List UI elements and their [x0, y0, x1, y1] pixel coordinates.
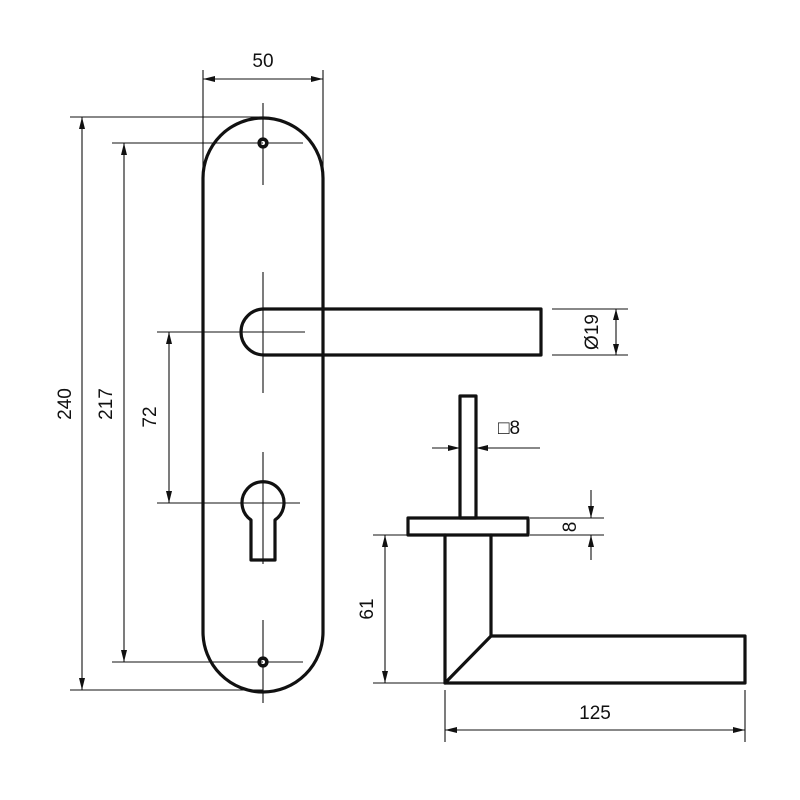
dimension-label-50: 50	[252, 51, 273, 72]
dimension-plate-width: 50	[202, 51, 324, 178]
dimension-plate-height: 240	[55, 116, 263, 691]
square-spindle	[458, 394, 478, 520]
dimension-label-72: 72	[140, 406, 161, 427]
dimension-label-217: 217	[96, 388, 117, 420]
dimension-spindle-square: □8	[432, 418, 540, 451]
top-screw-hole	[222, 103, 303, 185]
euro-cylinder-keyhole	[240, 480, 286, 562]
lever-side-view	[443, 533, 747, 685]
backplate-outline	[201, 116, 325, 694]
dimension-lever-diameter: Ø19	[552, 308, 628, 356]
dimension-label-square-8: □8	[498, 418, 520, 439]
lever-side-view-bevel	[443, 634, 493, 685]
dimension-label-61: 61	[357, 598, 378, 619]
dimension-label-8: 8	[560, 522, 581, 533]
lever-front-view	[239, 307, 543, 357]
dimension-label-diameter-19: Ø19	[582, 314, 603, 350]
rose-collar	[406, 516, 530, 537]
dimension-label-240: 240	[55, 388, 76, 420]
dimension-rose-thickness: 8	[530, 490, 604, 560]
dimension-hole-spacing: 217	[96, 142, 263, 663]
dimension-lever-to-key: 72	[140, 332, 172, 503]
dimension-label-125: 125	[579, 703, 611, 724]
dimension-lever-projection: 61	[357, 534, 445, 684]
dimension-lever-length: 125	[444, 690, 746, 742]
